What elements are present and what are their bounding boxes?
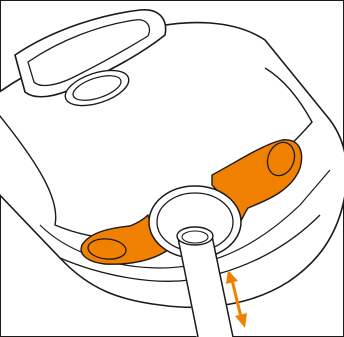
device-illustration <box>0 0 344 337</box>
illustration-canvas <box>0 0 344 337</box>
